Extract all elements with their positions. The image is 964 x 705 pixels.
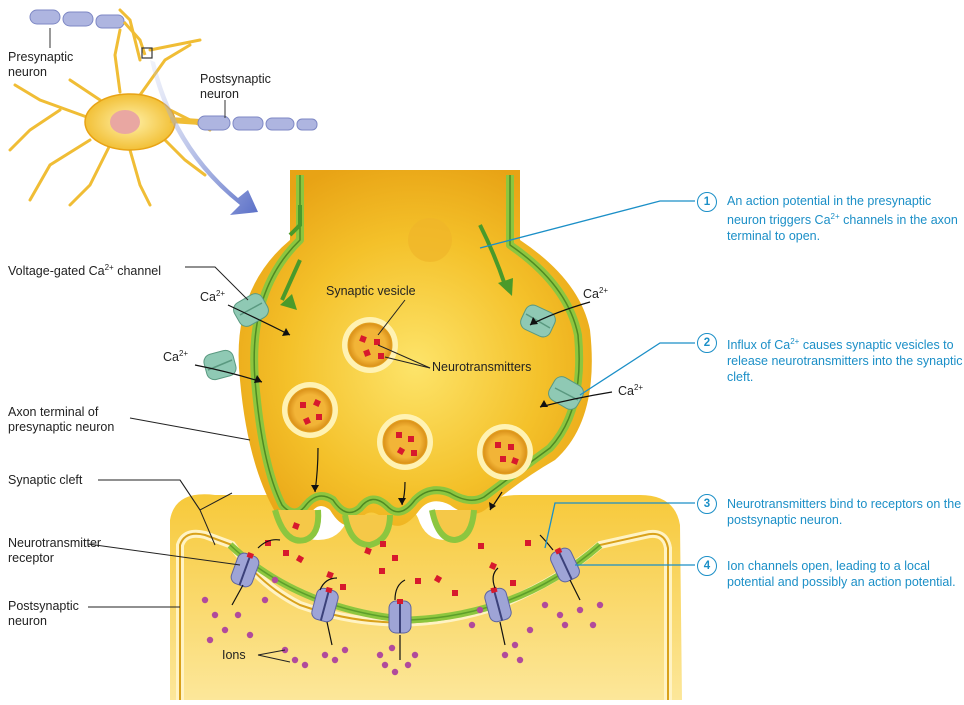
step-4-text: Ion channels open, leading to a local po… xyxy=(727,558,964,590)
presynaptic-terminal xyxy=(239,170,592,545)
step-4-number: 4 xyxy=(697,556,717,576)
synaptic-vesicle xyxy=(477,424,533,480)
postsynaptic-terminal xyxy=(170,494,682,700)
ions-label: Ions xyxy=(222,648,246,663)
step-3-number: 3 xyxy=(697,494,717,514)
step-2-number: 2 xyxy=(697,333,717,353)
synaptic-cleft-label: Synaptic cleft xyxy=(8,473,82,488)
voltage-gated-channel-label: Voltage-gated Ca2+ channel xyxy=(8,260,161,279)
neuron-inset xyxy=(10,10,317,215)
ca-ion-label: Ca2+ xyxy=(163,349,188,364)
ca-channel xyxy=(202,349,238,382)
step-1-number: 1 xyxy=(697,192,717,212)
ca-ion-label: Ca2+ xyxy=(618,383,643,398)
ca-ion-label: Ca2+ xyxy=(200,289,225,304)
synaptic-vesicle-label: Synaptic vesicle xyxy=(326,284,416,299)
synaptic-vesicle xyxy=(342,317,398,373)
synaptic-vesicle xyxy=(282,382,338,438)
postsynaptic-axon-myelin xyxy=(198,116,317,130)
ca-ion-label: Ca2+ xyxy=(583,286,608,301)
presynaptic-axon-myelin xyxy=(30,10,124,28)
step-3-text: Neurotransmitters bind to receptors on t… xyxy=(727,496,964,528)
synaptic-vesicle xyxy=(377,414,433,470)
step-2-text: Influx of Ca2+ causes synaptic vesicles … xyxy=(727,334,964,385)
step-1-text: An action potential in the presynaptic n… xyxy=(727,193,964,244)
neurotransmitters-label: Neurotransmitters xyxy=(432,360,531,375)
